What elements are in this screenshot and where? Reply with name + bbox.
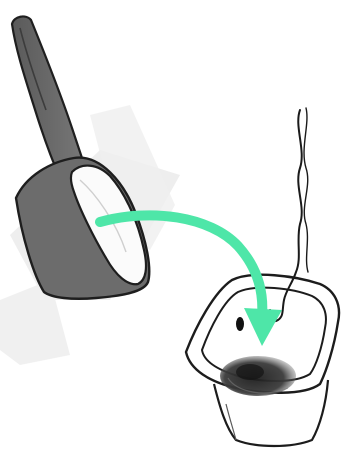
wick-plug: [236, 317, 244, 331]
